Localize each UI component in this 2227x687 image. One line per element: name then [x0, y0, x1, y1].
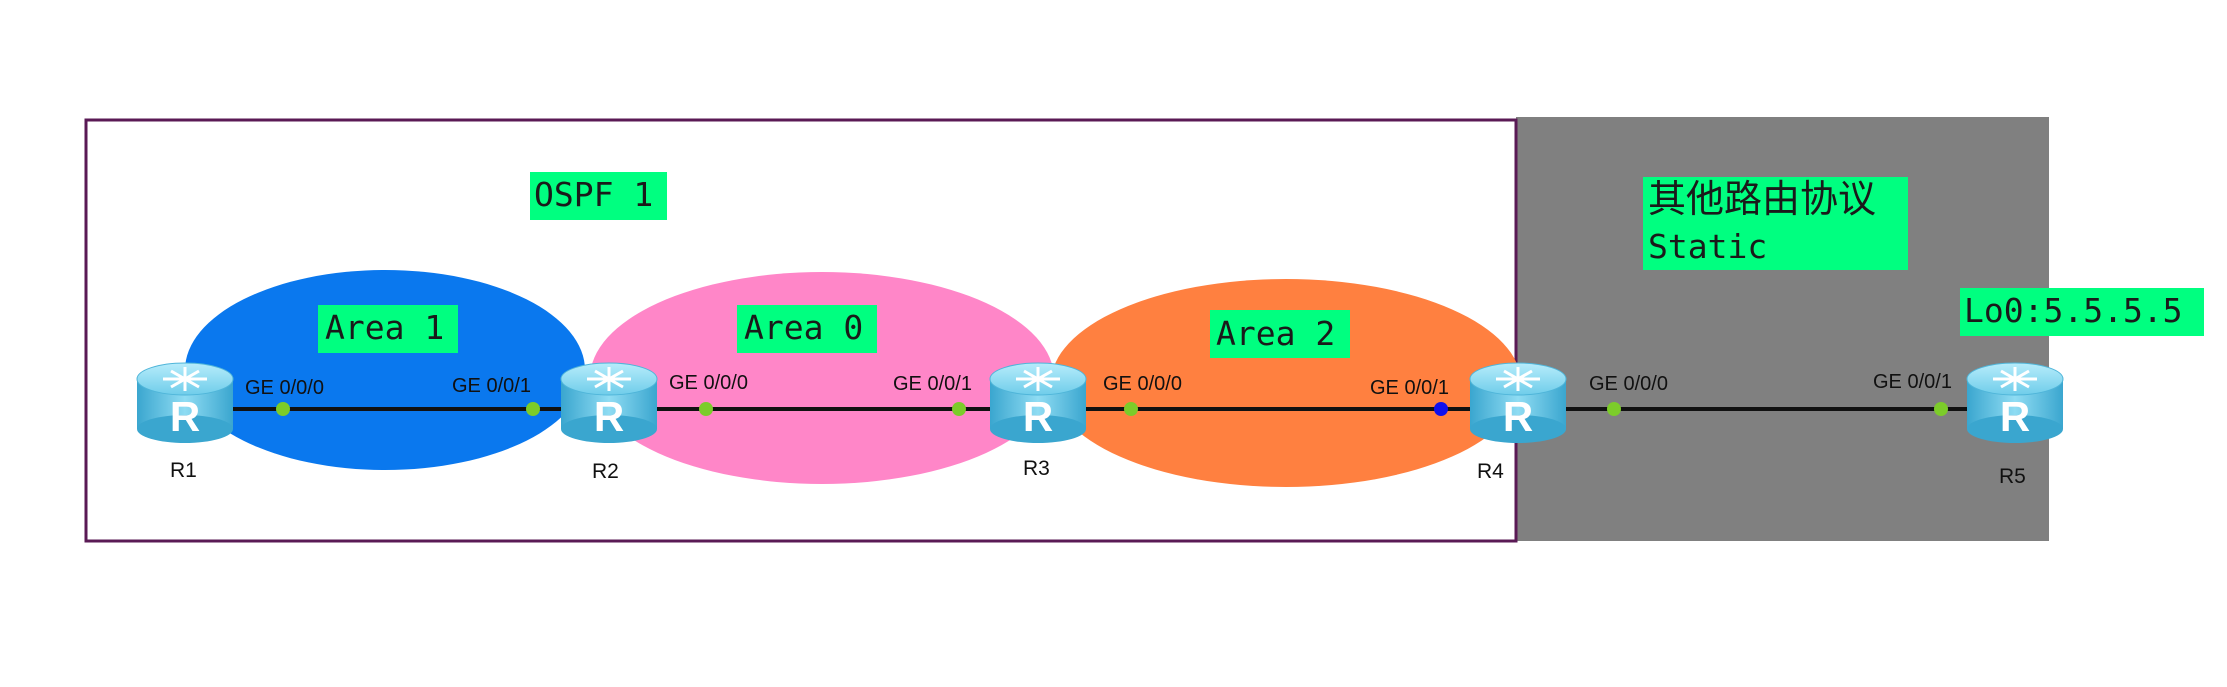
port-dot-r5-ge001: [1934, 402, 1948, 416]
port-dot-r3-ge001: [952, 402, 966, 416]
loopback-label: Lo0:5.5.5.5: [1960, 288, 2204, 336]
router-r5-name: R5: [1999, 465, 2026, 488]
area-2-region: [1051, 279, 1521, 487]
iface-r4-ge001: GE 0/0/1: [1370, 377, 1449, 399]
svg-text:R: R: [1023, 393, 1053, 440]
port-dot-r2-ge001: [526, 402, 540, 416]
area-1-label: Area 1: [318, 305, 458, 353]
area-0-region: [590, 272, 1054, 484]
svg-text:R: R: [170, 393, 200, 440]
svg-text:OSPF 1: OSPF 1: [534, 175, 653, 214]
port-dot-r1-ge000: [276, 402, 290, 416]
svg-text:Area 1: Area 1: [325, 308, 444, 347]
iface-r5-ge001: GE 0/0/1: [1873, 371, 1952, 393]
ospf-label: OSPF 1: [530, 172, 667, 220]
iface-r2-ge000: GE 0/0/0: [669, 372, 748, 394]
router-r3-name: R3: [1023, 457, 1050, 480]
port-dot-r4-ge001: [1434, 402, 1448, 416]
router-r4-name: R4: [1477, 460, 1504, 483]
ospf-boundary: [84, 118, 1518, 543]
area-1-region: [185, 270, 585, 470]
svg-text:其他路由协议: 其他路由协议: [1648, 177, 1876, 221]
svg-text:R: R: [2000, 393, 2030, 440]
svg-text:R: R: [1503, 393, 1533, 440]
iface-r3-ge000: GE 0/0/0: [1103, 373, 1182, 395]
port-dot-r3-ge000: [1124, 402, 1138, 416]
router-r3[interactable]: R: [989, 362, 1087, 443]
area-0-label: Area 0: [737, 305, 877, 353]
area-2-label: Area 2: [1210, 310, 1350, 358]
router-r2[interactable]: R: [560, 362, 658, 443]
iface-r4-ge000: GE 0/0/0: [1589, 373, 1668, 395]
iface-r2-ge001: GE 0/0/1: [452, 375, 531, 397]
router-r2-name: R2: [592, 460, 619, 483]
router-r5[interactable]: R: [1966, 362, 2064, 443]
router-r4[interactable]: R: [1469, 362, 1567, 443]
iface-r1-ge000: GE 0/0/0: [245, 377, 324, 399]
port-dot-r4-ge000: [1607, 402, 1621, 416]
other-protocol-label: 其他路由协议 Static: [1643, 177, 1908, 270]
router-r1[interactable]: R: [136, 362, 234, 443]
svg-text:Static: Static: [1648, 227, 1767, 266]
svg-text:R: R: [594, 393, 624, 440]
iface-r3-ge001: GE 0/0/1: [893, 373, 972, 395]
svg-text:Area 2: Area 2: [1216, 314, 1335, 353]
svg-text:Lo0:5.5.5.5: Lo0:5.5.5.5: [1964, 291, 2183, 330]
router-r1-name: R1: [170, 459, 197, 482]
svg-text:Area 0: Area 0: [744, 308, 863, 347]
port-dot-r2-ge000: [699, 402, 713, 416]
